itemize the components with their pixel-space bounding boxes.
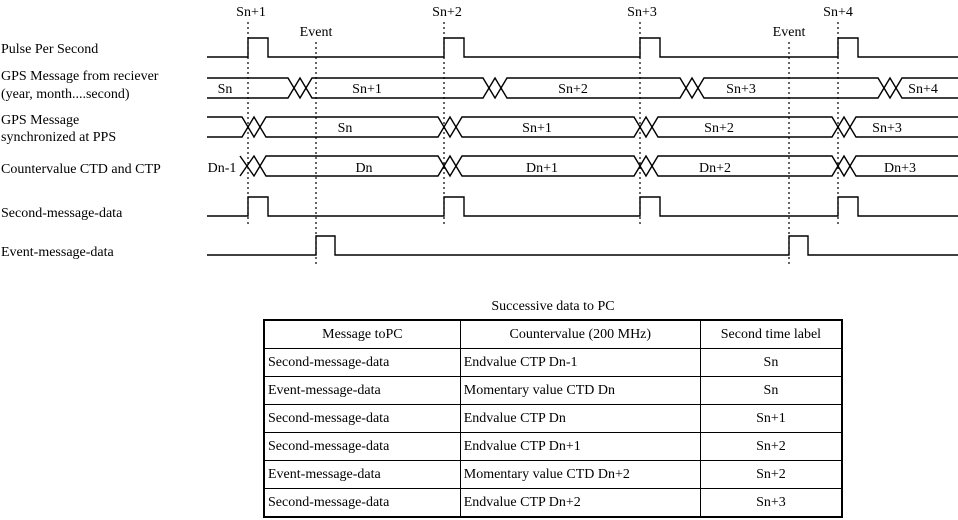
gps-receiver-seg-5: Sn+4 [908, 82, 938, 97]
signal-label-event-message: Event-message-data [1, 245, 115, 260]
signal-label-gps-receiver-sub: (year, month....second) [1, 87, 130, 102]
cell-countervalue: Endvalue CTP Dn-1 [459, 348, 701, 377]
cell-countervalue: Momentary value CTD Dn [459, 376, 701, 405]
table-row: Event-message-data Momentary value CTD D… [263, 376, 843, 405]
event-label-1: Event [300, 25, 333, 40]
counter-seg-4: Dn+2 [699, 161, 731, 176]
gps-sync-bus-bottom [207, 115, 958, 138]
cell-countervalue: Momentary value CTD Dn+2 [459, 460, 701, 489]
counter-seg-1: Dn-1 [208, 161, 237, 176]
table-row: Second-message-data Endvalue CTP Dn+1 Sn… [263, 432, 843, 461]
signal-label-gps-sync: GPS Message [1, 113, 79, 128]
gps-sync-seg-4: Sn+3 [872, 121, 902, 136]
signal-label-gps-receiver: GPS Message from reciever [1, 69, 159, 84]
signal-label-second-message: Second-message-data [1, 206, 123, 221]
counter-bus-bottom [239, 154, 958, 177]
header-countervalue: Countervalue (200 MHz) [459, 319, 701, 349]
counter-seg-5: Dn+3 [884, 161, 916, 176]
pps-label-2: Sn+2 [432, 5, 462, 20]
table-row: Second-message-data Endvalue CTP Dn+2 Sn… [263, 488, 843, 518]
gps-sync-seg-2: Sn+1 [522, 121, 552, 136]
pps-label-4: Sn+4 [823, 5, 853, 20]
successive-data-table: Message toPC Countervalue (200 MHz) Seco… [263, 319, 843, 518]
cell-time-label: Sn+3 [699, 488, 843, 518]
header-second-time-label: Second time label [699, 319, 843, 349]
signal-label-pps: Pulse Per Second [1, 42, 98, 57]
pps-label-1: Sn+1 [236, 5, 266, 20]
second-message-waveform [207, 196, 958, 217]
gps-sync-bus-top [207, 116, 958, 139]
gps-receiver-seg-1: Sn [218, 82, 233, 97]
event-message-waveform [207, 235, 958, 256]
cell-message: Event-message-data [263, 460, 461, 489]
gps-receiver-seg-2: Sn+1 [352, 82, 382, 97]
cell-message: Second-message-data [263, 488, 461, 518]
cell-message: Event-message-data [263, 376, 461, 405]
table-header-row: Message toPC Countervalue (200 MHz) Seco… [263, 319, 843, 349]
cell-time-label: Sn [699, 376, 843, 405]
gps-receiver-seg-4: Sn+3 [726, 82, 756, 97]
cell-countervalue: Endvalue CTP Dn+2 [459, 488, 701, 518]
table-row: Event-message-data Momentary value CTD D… [263, 460, 843, 489]
pps-label-3: Sn+3 [627, 5, 657, 20]
gps-receiver-bus-bottom [207, 76, 958, 99]
gps-receiver-bus-top [207, 77, 958, 100]
table-caption: Successive data to PC [491, 299, 615, 314]
table-row: Second-message-data Endvalue CTP Dn Sn+1 [263, 404, 843, 433]
gps-sync-seg-1: Sn [338, 121, 353, 136]
header-message: Message toPC [263, 319, 461, 349]
cell-time-label: Sn+2 [699, 460, 843, 489]
gps-sync-seg-3: Sn+2 [704, 121, 734, 136]
cell-time-label: Sn+2 [699, 432, 843, 461]
signal-label-counter: Countervalue CTD and CTP [1, 162, 161, 177]
cell-time-label: Sn+1 [699, 404, 843, 433]
cell-countervalue: Endvalue CTP Dn+1 [459, 432, 701, 461]
gps-receiver-seg-3: Sn+2 [558, 82, 588, 97]
table-row: Second-message-data Endvalue CTP Dn-1 Sn [263, 348, 843, 377]
counter-bus-top [239, 155, 958, 178]
event-label-2: Event [773, 25, 806, 40]
counter-seg-2: Dn [355, 161, 372, 176]
signal-label-gps-sync-sub: synchronized at PPS [1, 130, 116, 145]
cell-message: Second-message-data [263, 432, 461, 461]
cell-message: Second-message-data [263, 348, 461, 377]
cell-time-label: Sn [699, 348, 843, 377]
pps-waveform [207, 37, 958, 58]
cell-countervalue: Endvalue CTP Dn [459, 404, 701, 433]
counter-seg-3: Dn+1 [526, 161, 558, 176]
cell-message: Second-message-data [263, 404, 461, 433]
timing-diagram: Pulse Per Second GPS Message from reciev… [1, 5, 958, 266]
